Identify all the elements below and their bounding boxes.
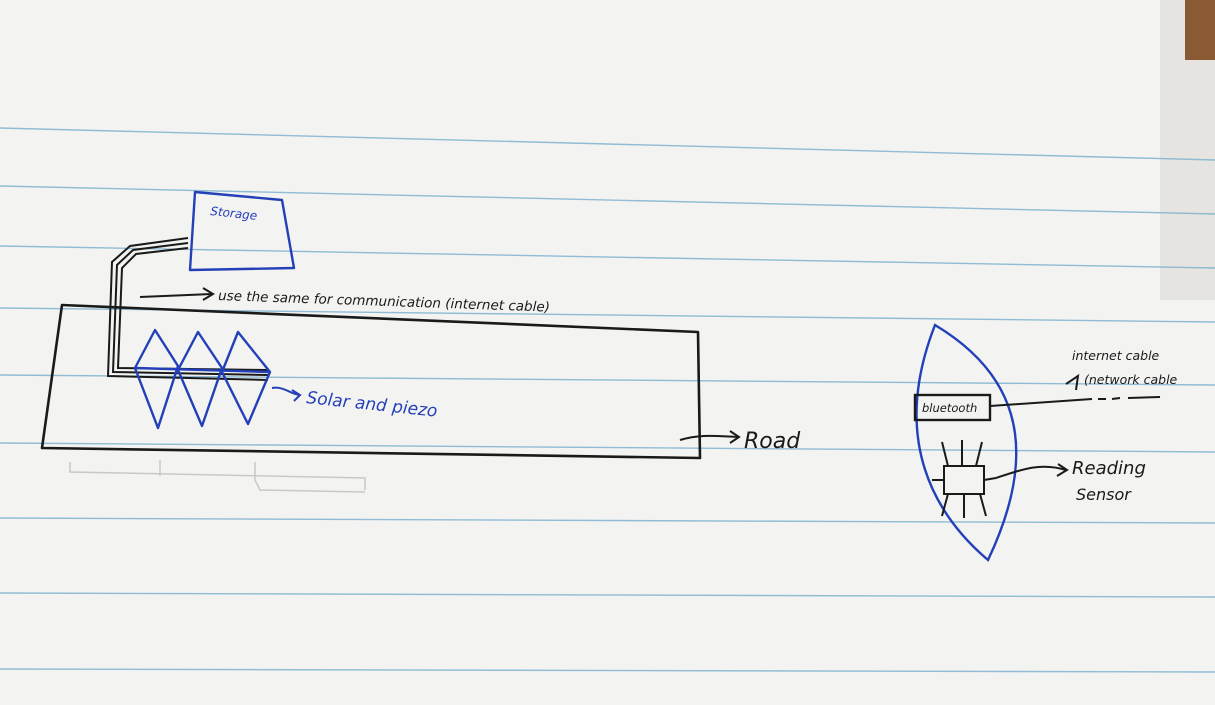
road-label: Road <box>744 429 801 454</box>
sensor-label-line2: Sensor <box>1076 485 1132 504</box>
road-outline <box>40 303 702 460</box>
panel-arrow <box>271 386 302 402</box>
cable-label-line2: (network cable <box>1084 372 1178 387</box>
desk-corner <box>1185 0 1215 60</box>
communication-arrow <box>139 287 215 301</box>
chip-icon <box>932 440 997 518</box>
bluetooth-module <box>913 393 992 422</box>
sensor-label-line1: Reading <box>1072 458 1146 479</box>
sensor-device <box>915 323 1018 562</box>
sensor-arrow <box>995 463 1069 479</box>
road-arrow <box>679 430 741 444</box>
network-cable <box>989 373 1161 407</box>
pencil-marks <box>69 460 366 493</box>
bluetooth-label: bluetooth <box>922 401 977 415</box>
storage-box <box>188 190 296 272</box>
storage-label: Storage <box>210 204 258 223</box>
solar-piezo-panels <box>133 328 272 430</box>
cable-label-line1: internet cable <box>1072 348 1160 363</box>
